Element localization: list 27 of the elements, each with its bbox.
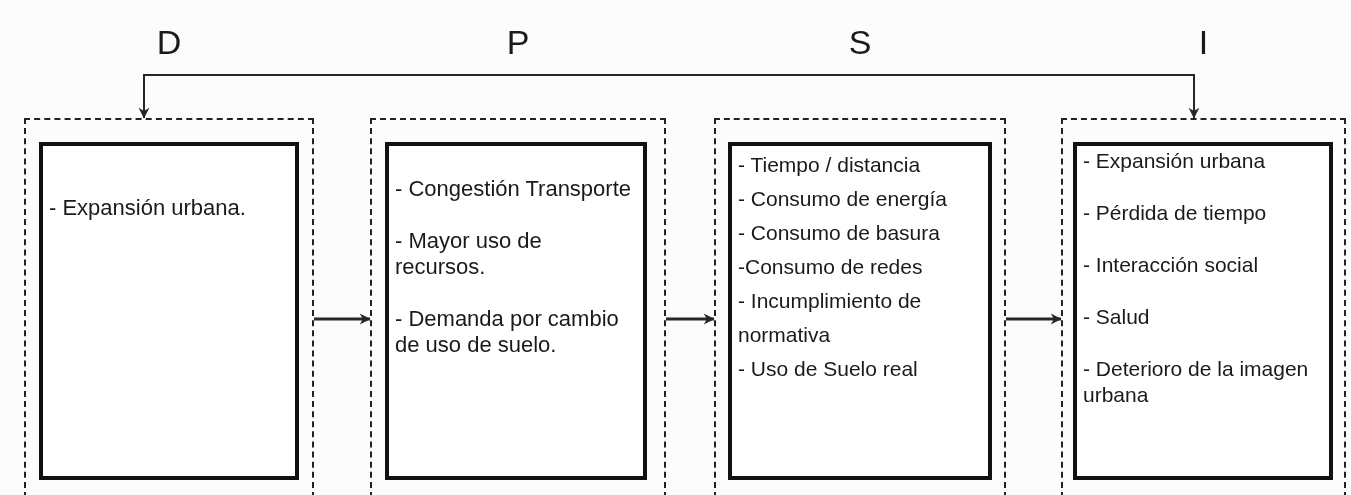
list-item: - Demanda por cambio de uso de suelo.: [395, 306, 620, 358]
list-item: - Interacción social: [1083, 252, 1260, 278]
list-item: - Uso de Suelo real: [738, 356, 919, 382]
list-item: - Deterioro de la imagen urbana: [1083, 356, 1310, 408]
list-item: - Mayor uso de recursos.: [395, 228, 543, 280]
text-box: [728, 142, 992, 480]
stage-letter: D: [155, 22, 183, 62]
list-item: - Congestión Transporte: [395, 176, 633, 202]
list-item: - Expansión urbana.: [49, 194, 247, 221]
stage-letter: S: [847, 22, 873, 62]
stage-letter: P: [505, 22, 531, 62]
arrow: [138, 74, 1200, 119]
list-item: - Incumplimiento de normativa: [738, 288, 923, 348]
list-item: - Consumo de basura: [738, 220, 941, 246]
list-item: - Consumo de energía: [738, 186, 948, 212]
list-item: - Salud: [1083, 304, 1151, 330]
arrow: [314, 313, 371, 325]
text-box: [39, 142, 299, 480]
arrow: [666, 313, 715, 325]
arrow: [1006, 313, 1062, 325]
text-box: [1073, 142, 1333, 480]
stage-letter: I: [1197, 22, 1210, 62]
text-box: [385, 142, 647, 480]
list-item: -Consumo de redes: [738, 254, 924, 280]
list-item: - Expansión urbana: [1083, 148, 1267, 174]
list-item: - Tiempo / distancia: [738, 152, 922, 178]
list-item: - Pérdida de tiempo: [1083, 200, 1268, 226]
